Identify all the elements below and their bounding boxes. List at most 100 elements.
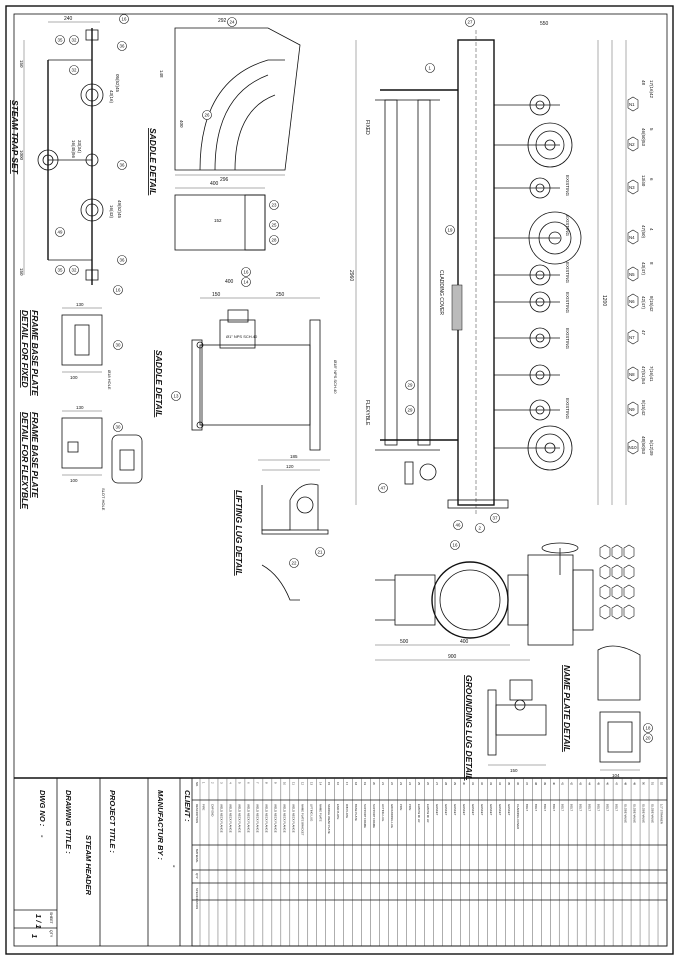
bom-row-number: 6 (246, 782, 250, 784)
frame-flex-title-2: DETAIL FOR FLEXYBLE (20, 412, 30, 509)
bom-row-description: BASE PLATE (354, 804, 358, 821)
bom-row-description: GLOBE VALVE (651, 804, 655, 823)
svg-text:36: 36 (120, 44, 125, 49)
sheet-label: SHEET (49, 912, 53, 925)
svg-text:2960: 2960 (348, 270, 354, 281)
bom-row-number: 37 (525, 782, 529, 786)
svg-text:16(43): 16(43) (109, 205, 114, 219)
callout-balloon: 16 (450, 540, 460, 550)
svg-text:47(51)54: 47(51)54 (641, 366, 646, 385)
bom-row-number: 18 (354, 782, 358, 786)
svg-text:550: 550 (540, 21, 549, 27)
outer-border (5, 5, 674, 955)
qty-label: QTY (49, 930, 53, 938)
bom-row-number: 42 (570, 782, 574, 786)
bom-row-number: 34 (498, 782, 502, 786)
nozzle-tag: N9 (627, 401, 639, 417)
bom-row-description: NAME PLATE (318, 804, 322, 822)
nozzle-tag: N7 (627, 329, 639, 345)
svg-text:26: 26 (205, 113, 210, 118)
svg-text:292: 292 (218, 18, 227, 24)
callout-balloon: 2 (475, 523, 485, 533)
svg-text:FLEXYBLE: FLEXYBLE (364, 400, 370, 426)
bom-row-number: 33 (489, 782, 493, 786)
nozzle-section-view: 500 400 900 16 (375, 540, 635, 661)
svg-text:16: 16 (244, 270, 249, 275)
svg-text:36: 36 (120, 163, 125, 168)
grounding-lug-title: GROUNDING LUG DETAIL (464, 675, 474, 781)
bom-row-number: 25 (417, 782, 421, 786)
svg-text:N10: N10 (629, 445, 638, 450)
svg-text:24: 24 (230, 20, 235, 25)
valve-wheel (529, 364, 551, 386)
svg-text:48(50)53: 48(50)53 (641, 436, 646, 455)
saddle-detail-top-view: 296 292 400 148 24 26 SADDLE DETAIL 400 … (148, 17, 301, 251)
svg-text:37: 37 (493, 516, 498, 521)
bom-row-description: 1/2" STRAINER (660, 804, 664, 824)
bom-row-description: GASKET (435, 804, 439, 816)
bom-row-number: 19 (363, 782, 367, 786)
name-plate-title: NAME PLATE DETAIL (562, 665, 572, 752)
svg-text:16: 16 (116, 288, 121, 293)
svg-text:46: 46 (456, 523, 461, 528)
svg-text:152: 152 (214, 218, 222, 223)
svg-text:16: 16 (122, 17, 127, 22)
nozzle-branches (494, 104, 560, 449)
steam-header-main-view: CLADDING COVER FIXED FLEXYBLE 2960 1200 … (348, 17, 654, 533)
bom-row-description: RIB PLATE (345, 804, 349, 818)
lifting-lug-title: LIFTING LUG DETAIL (234, 490, 244, 576)
svg-text:N7: N7 (629, 335, 635, 340)
svg-text:N8: N8 (629, 372, 635, 377)
bom-row-description: GASKET (462, 804, 466, 816)
bom-row-number: 49 (633, 782, 637, 786)
nozzle-tag: N2 (627, 136, 639, 152)
svg-text:EXISTING: EXISTING (565, 215, 570, 237)
frame-fixed-title-1: FRAME BASE PLATE (30, 310, 40, 396)
svg-text:100: 100 (70, 375, 78, 380)
bom-row-description: BOLT (588, 804, 592, 811)
svg-text:EXISTING: EXISTING (565, 292, 570, 314)
lifting-lug-detail-view: 120 185 21 22 LIFTING LUG DETAIL (234, 454, 330, 601)
frame-base-plate-fixed-view: 130 100 30 Ø18 HOLE FRAME BASE PLATE DET… (20, 302, 123, 396)
bom-row-number: 31 (471, 782, 475, 786)
nozzle-tag: N3 (627, 179, 639, 195)
bom-row-number: 43 (579, 782, 583, 786)
svg-text:49(52)45: 49(52)45 (117, 200, 122, 219)
grounding-lug-detail-view: 150 GROUNDING LUG DETAIL (464, 675, 547, 781)
valve-wheel (529, 264, 551, 286)
callout-balloon: 32 (69, 35, 79, 45)
bom-row-description: WELD NECK FLANGE (228, 804, 232, 833)
bom-row-description: WELD NECK FLANGE (282, 804, 286, 833)
svg-text:185: 185 (290, 454, 298, 459)
callout-balloon: 32 (69, 265, 79, 275)
svg-text:19: 19 (448, 228, 453, 233)
svg-text:32: 32 (72, 268, 77, 273)
svg-text:130: 130 (76, 302, 84, 307)
bom-row-description: GASKET (444, 804, 448, 816)
svg-text:17(16)42: 17(16)42 (649, 80, 654, 99)
sheet-value: 1 / 1 (34, 914, 43, 929)
callout-balloon: 36 (117, 160, 127, 170)
bom-row-description: WELD NECK FLANGE (255, 804, 259, 833)
callout-balloon: 29 (405, 405, 415, 415)
svg-text:2: 2 (479, 526, 482, 531)
bom-row-description: WELD NECK FLANGE (237, 804, 241, 833)
bom-row-number: 14 (318, 782, 322, 786)
bom-row-number: 5 (237, 782, 241, 784)
steam-trap-set-view: 240 150 1000 150 16 35 32 32 36 36 49 35… (10, 14, 129, 295)
bom-row-description: GASKET (498, 804, 502, 816)
svg-text:47: 47 (641, 330, 646, 336)
svg-text:400: 400 (225, 279, 234, 285)
bom-row-description: GASKET (471, 804, 475, 816)
bom-row-number: 47 (615, 782, 619, 786)
steam-trap-title: STEAM TRAP SET (10, 100, 20, 175)
callout-balloon: 28 (269, 235, 279, 245)
svg-text:21: 21 (318, 550, 323, 555)
svg-text:16(45)56: 16(45)56 (71, 140, 76, 159)
callout-balloon: 21 (315, 547, 325, 557)
project-title-label: PROJECT TITLE : (108, 790, 117, 853)
bom-row-description: GASKET (453, 804, 457, 816)
callout-balloon: 26 (202, 110, 212, 120)
valve-flange-large (528, 211, 582, 265)
